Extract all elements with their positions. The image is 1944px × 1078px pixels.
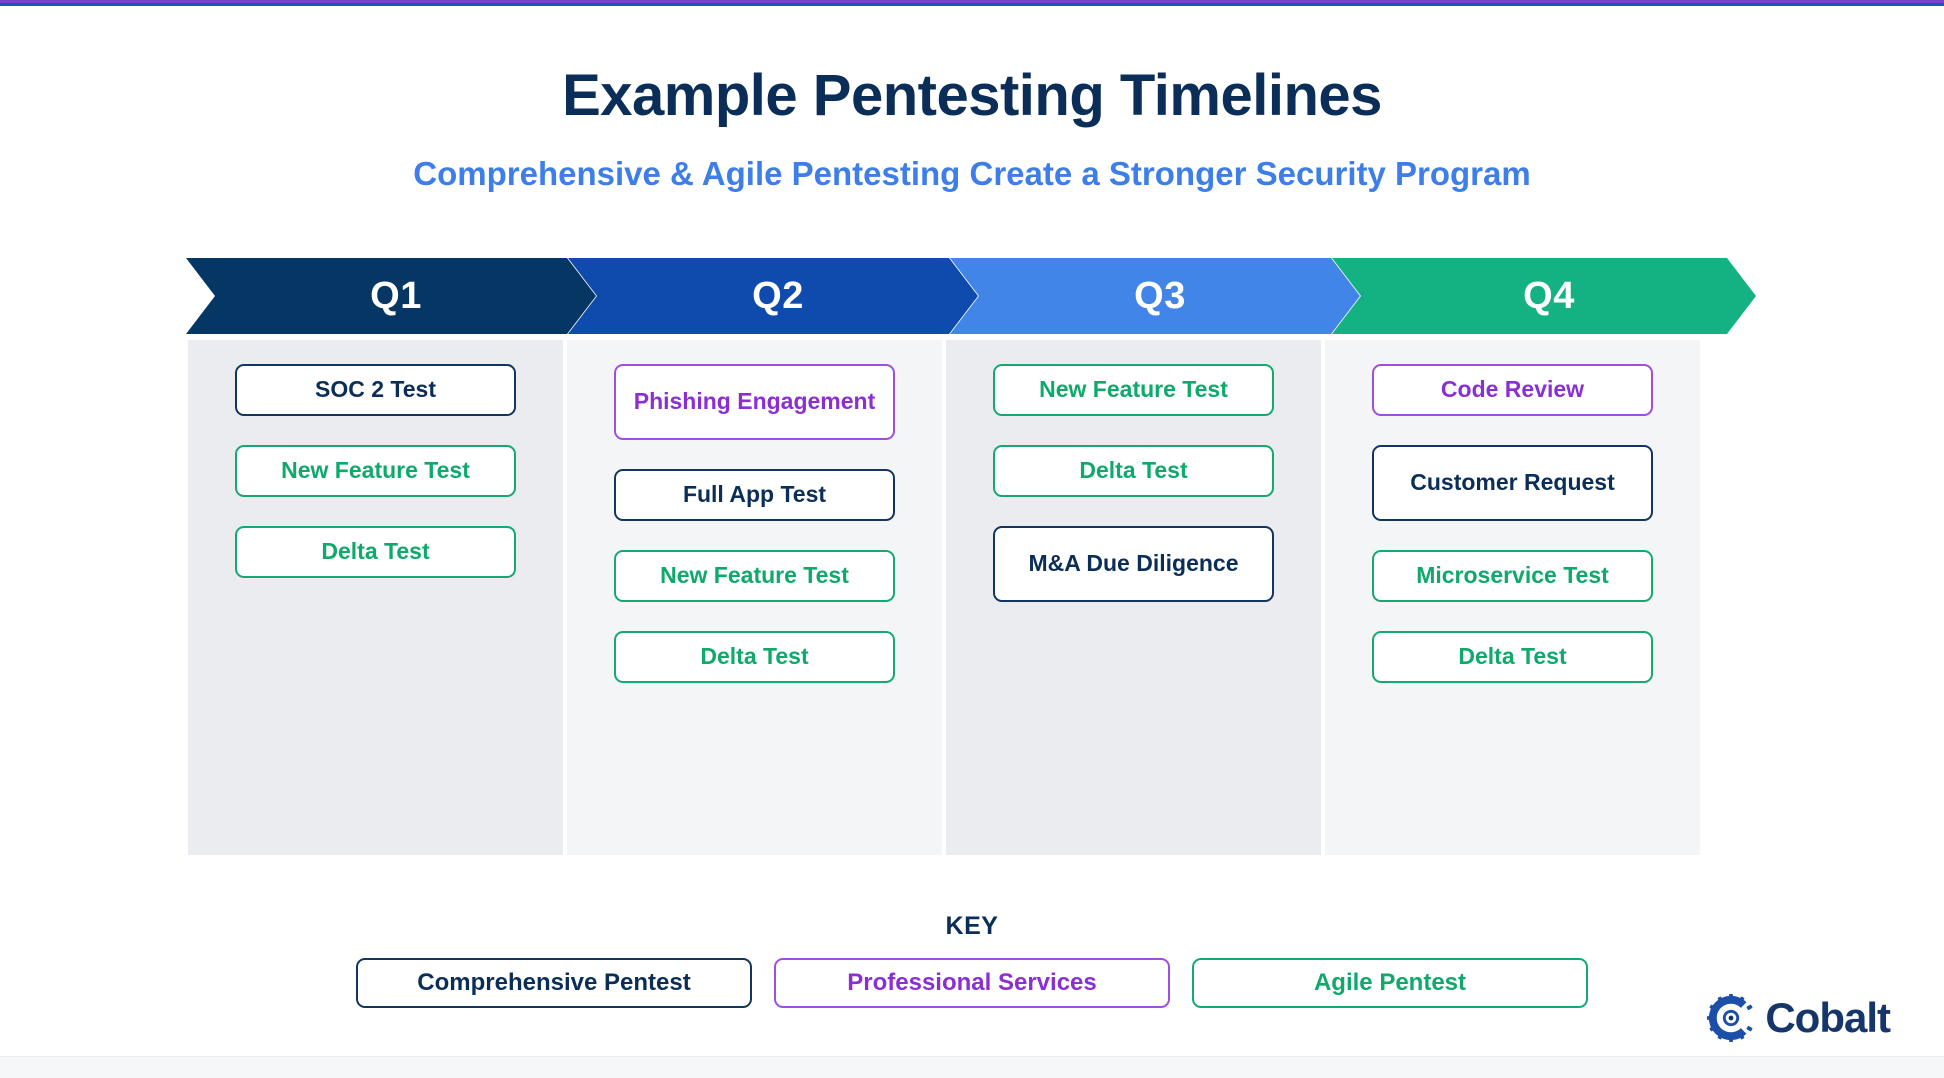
top-accent-bar [0, 0, 1944, 6]
timeline-item[interactable]: Delta Test [993, 445, 1274, 497]
quarter-chevron-q1: Q1 [186, 258, 596, 334]
key-item-professional[interactable]: Professional Services [774, 958, 1170, 1008]
quarter-chevron-q4: Q4 [1332, 258, 1756, 334]
cobalt-wordmark: Cobalt [1765, 994, 1891, 1041]
cobalt-logo: Cobalt [1707, 994, 1891, 1042]
timeline-item[interactable]: New Feature Test [614, 550, 895, 602]
bottom-strip [0, 1056, 1944, 1078]
timeline-item[interactable]: New Feature Test [235, 445, 516, 497]
page-subtitle: Comprehensive & Agile Pentesting Create … [413, 155, 1531, 192]
key-legend: Comprehensive Pentest Professional Servic… [0, 958, 1944, 1008]
quarter-label-q2: Q2 [752, 274, 804, 317]
quarter-chevron-row: Q1 Q2 Q3 Q4 [186, 258, 1756, 334]
timeline-item[interactable]: Code Review [1372, 364, 1653, 416]
timeline-item[interactable]: New Feature Test [993, 364, 1274, 416]
timeline-item[interactable]: Delta Test [235, 526, 516, 578]
cobalt-gear-c-icon [1707, 994, 1753, 1042]
timeline-item[interactable]: Full App Test [614, 469, 895, 521]
key-heading: KEY [945, 912, 999, 940]
quarter-chevron-q2: Q2 [568, 258, 978, 334]
timeline-item[interactable]: SOC 2 Test [235, 364, 516, 416]
quarter-label-q4: Q4 [1523, 274, 1575, 317]
top-accent-bar-purple [0, 0, 1944, 3]
timeline-item[interactable]: Delta Test [1372, 631, 1653, 683]
key-item-comprehensive[interactable]: Comprehensive Pentest [356, 958, 752, 1008]
timeline-item[interactable]: Phishing Engagement [614, 364, 895, 440]
quarter-chevron-q3: Q3 [950, 258, 1360, 334]
page-title: Example Pentesting Timelines [562, 63, 1382, 128]
timeline-item[interactable]: Microservice Test [1372, 550, 1653, 602]
key-item-agile[interactable]: Agile Pentest [1192, 958, 1588, 1008]
timeline-item[interactable]: Customer Request [1372, 445, 1653, 521]
timeline-item[interactable]: Delta Test [614, 631, 895, 683]
timeline-item[interactable]: M&A Due Diligence [993, 526, 1274, 602]
quarter-label-q1: Q1 [370, 274, 422, 317]
quarter-label-q3: Q3 [1134, 274, 1186, 317]
